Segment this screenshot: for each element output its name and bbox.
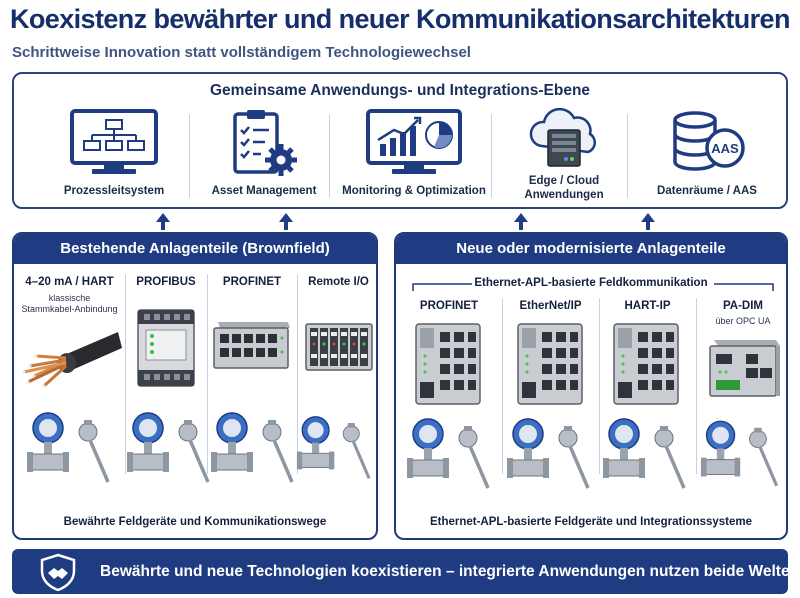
ethernet-switch-icon xyxy=(213,322,290,369)
column-label: PROFIBUS xyxy=(136,276,196,288)
column-label: HART-IP xyxy=(624,300,671,312)
column-label: PROFINET xyxy=(419,300,479,312)
brownfield-title: Bestehende Anlagenteile (Brownfield) xyxy=(14,234,376,264)
greenfield-title: Neue oder modernisierte Anlagenteile xyxy=(396,234,786,264)
column-label: PROFINET xyxy=(222,276,282,288)
apl-switch-icon xyxy=(613,323,679,405)
app-datenraeume: AAS Datenräume / AAS xyxy=(632,108,782,208)
app-label: Prozessleitsystem xyxy=(63,185,165,197)
greenfield-panel: Neue oder modernisierte Anlagenteile Eth… xyxy=(394,232,788,540)
column-divider xyxy=(297,274,298,474)
apl-bracket xyxy=(412,283,774,291)
app-label: Edge / Cloud xyxy=(528,175,600,187)
page-subtitle: Schrittweise Innovation statt vollständi… xyxy=(12,44,471,61)
page-title: Koexistenz bewährter und neuer Kommunika… xyxy=(10,4,790,34)
column-divider xyxy=(125,274,126,474)
cloud-server-icon xyxy=(529,108,597,167)
field-device-pair-icon xyxy=(700,420,779,487)
application-layer-panel: Gemeinsame Anwendungs- und Integrations-… xyxy=(12,72,788,209)
field-device-pair-icon xyxy=(407,418,490,489)
field-device-pair-icon xyxy=(296,416,371,479)
clipboard-gear-icon xyxy=(233,110,297,176)
field-device-pair-icon xyxy=(127,412,210,483)
database-icon: AAS xyxy=(673,111,745,171)
brownfield-panel: Bestehende Anlagenteile (Brownfield) 4–2… xyxy=(12,232,378,540)
app-monitoring: Monitoring & Optimization xyxy=(334,108,494,208)
aas-badge: AAS xyxy=(711,141,739,156)
app-divider xyxy=(329,114,330,198)
summary-banner: Bewährte und neue Technologien koexistie… xyxy=(12,549,800,594)
column-sublabel: Stammkabel-Anbindung xyxy=(21,304,118,314)
column-divider xyxy=(599,298,600,474)
app-label: Monitoring & Optimization xyxy=(342,185,486,197)
field-device-pair-icon xyxy=(603,418,686,489)
column-sublabel: klassische xyxy=(48,293,91,303)
app-asset-management: Asset Management xyxy=(194,108,334,208)
app-label: Asset Management xyxy=(211,185,317,197)
column-label: PA-DIM xyxy=(722,300,764,312)
app-label-line2: Anwendungen xyxy=(524,189,604,201)
column-divider xyxy=(207,274,208,474)
field-device-pair-icon xyxy=(507,418,590,489)
column-sublabel: über OPC UA xyxy=(715,316,771,326)
column-divider xyxy=(502,298,503,474)
app-divider xyxy=(189,114,190,198)
handshake-shield-icon xyxy=(40,553,76,591)
column-label: Remote I/O xyxy=(308,276,369,288)
column-label: EtherNet/IP xyxy=(519,300,582,312)
field-device-pair-icon xyxy=(211,412,294,483)
application-layer-title: Gemeinsame Anwendungs- und Integrations-… xyxy=(209,82,591,99)
apl-bracket-label: Ethernet-APL-basierte Feldkommunikation xyxy=(474,277,708,289)
gateway-icon xyxy=(709,340,780,397)
app-divider xyxy=(627,114,628,198)
field-device-pair-icon xyxy=(27,412,110,483)
app-edge-cloud: Edge / Cloud Anwendungen xyxy=(494,108,634,208)
cable-bundle-icon xyxy=(22,332,122,388)
app-divider xyxy=(491,114,492,198)
profibus-module-icon xyxy=(137,309,195,387)
chart-monitor-icon xyxy=(366,109,462,174)
greenfield-footer: Ethernet-APL-basierte Feldgeräte und Int… xyxy=(429,516,753,528)
apl-switch-icon xyxy=(517,323,583,405)
column-divider xyxy=(696,298,697,474)
app-prozessleitsystem: Prozessleitsystem xyxy=(34,108,194,208)
app-label: Datenräume / AAS xyxy=(657,185,757,197)
summary-text: Bewährte und neue Technologien koexistie… xyxy=(100,563,800,580)
brownfield-footer: Bewährte Feldgeräte und Kommunikationswe… xyxy=(63,516,327,528)
remote-io-icon xyxy=(305,323,373,371)
flowchart-monitor-icon xyxy=(70,109,158,174)
column-label: 4–20 mA / HART xyxy=(25,276,114,288)
apl-switch-icon xyxy=(415,323,481,405)
